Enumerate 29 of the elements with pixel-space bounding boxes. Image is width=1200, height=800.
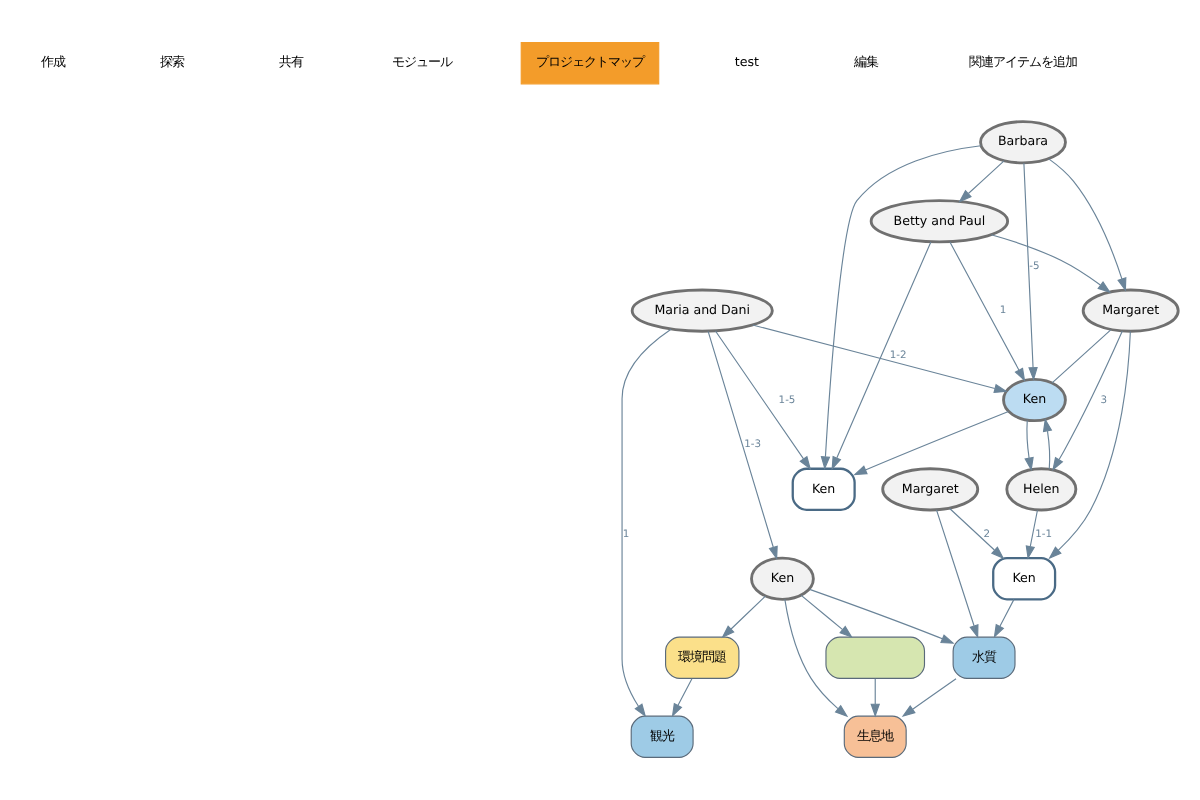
arrow xyxy=(714,330,812,470)
arrow xyxy=(707,330,778,560)
arrow xyxy=(820,145,982,471)
arrow xyxy=(853,410,1010,476)
arrow xyxy=(784,598,849,718)
arrow xyxy=(1042,417,1053,470)
arrow xyxy=(1024,419,1034,472)
arrow xyxy=(1025,509,1038,560)
arrow xyxy=(752,324,1008,394)
arrow xyxy=(993,599,1015,639)
arrow xyxy=(1052,330,1123,472)
arrow xyxy=(671,678,693,718)
arrow xyxy=(809,588,955,644)
arrow xyxy=(621,328,672,718)
arrow xyxy=(990,234,1112,294)
arrow xyxy=(935,509,979,639)
arrow xyxy=(1023,162,1038,381)
arrow xyxy=(831,241,932,471)
arrow xyxy=(958,160,1005,203)
node-box xyxy=(825,636,926,679)
arrow xyxy=(901,678,957,717)
arrow xyxy=(949,507,1005,560)
connector xyxy=(1051,329,1112,384)
arrow xyxy=(800,594,853,639)
arrow xyxy=(721,595,766,639)
arrow xyxy=(1048,158,1127,292)
arrow xyxy=(1048,331,1131,560)
arrow xyxy=(949,241,1026,382)
arrow xyxy=(870,678,881,718)
